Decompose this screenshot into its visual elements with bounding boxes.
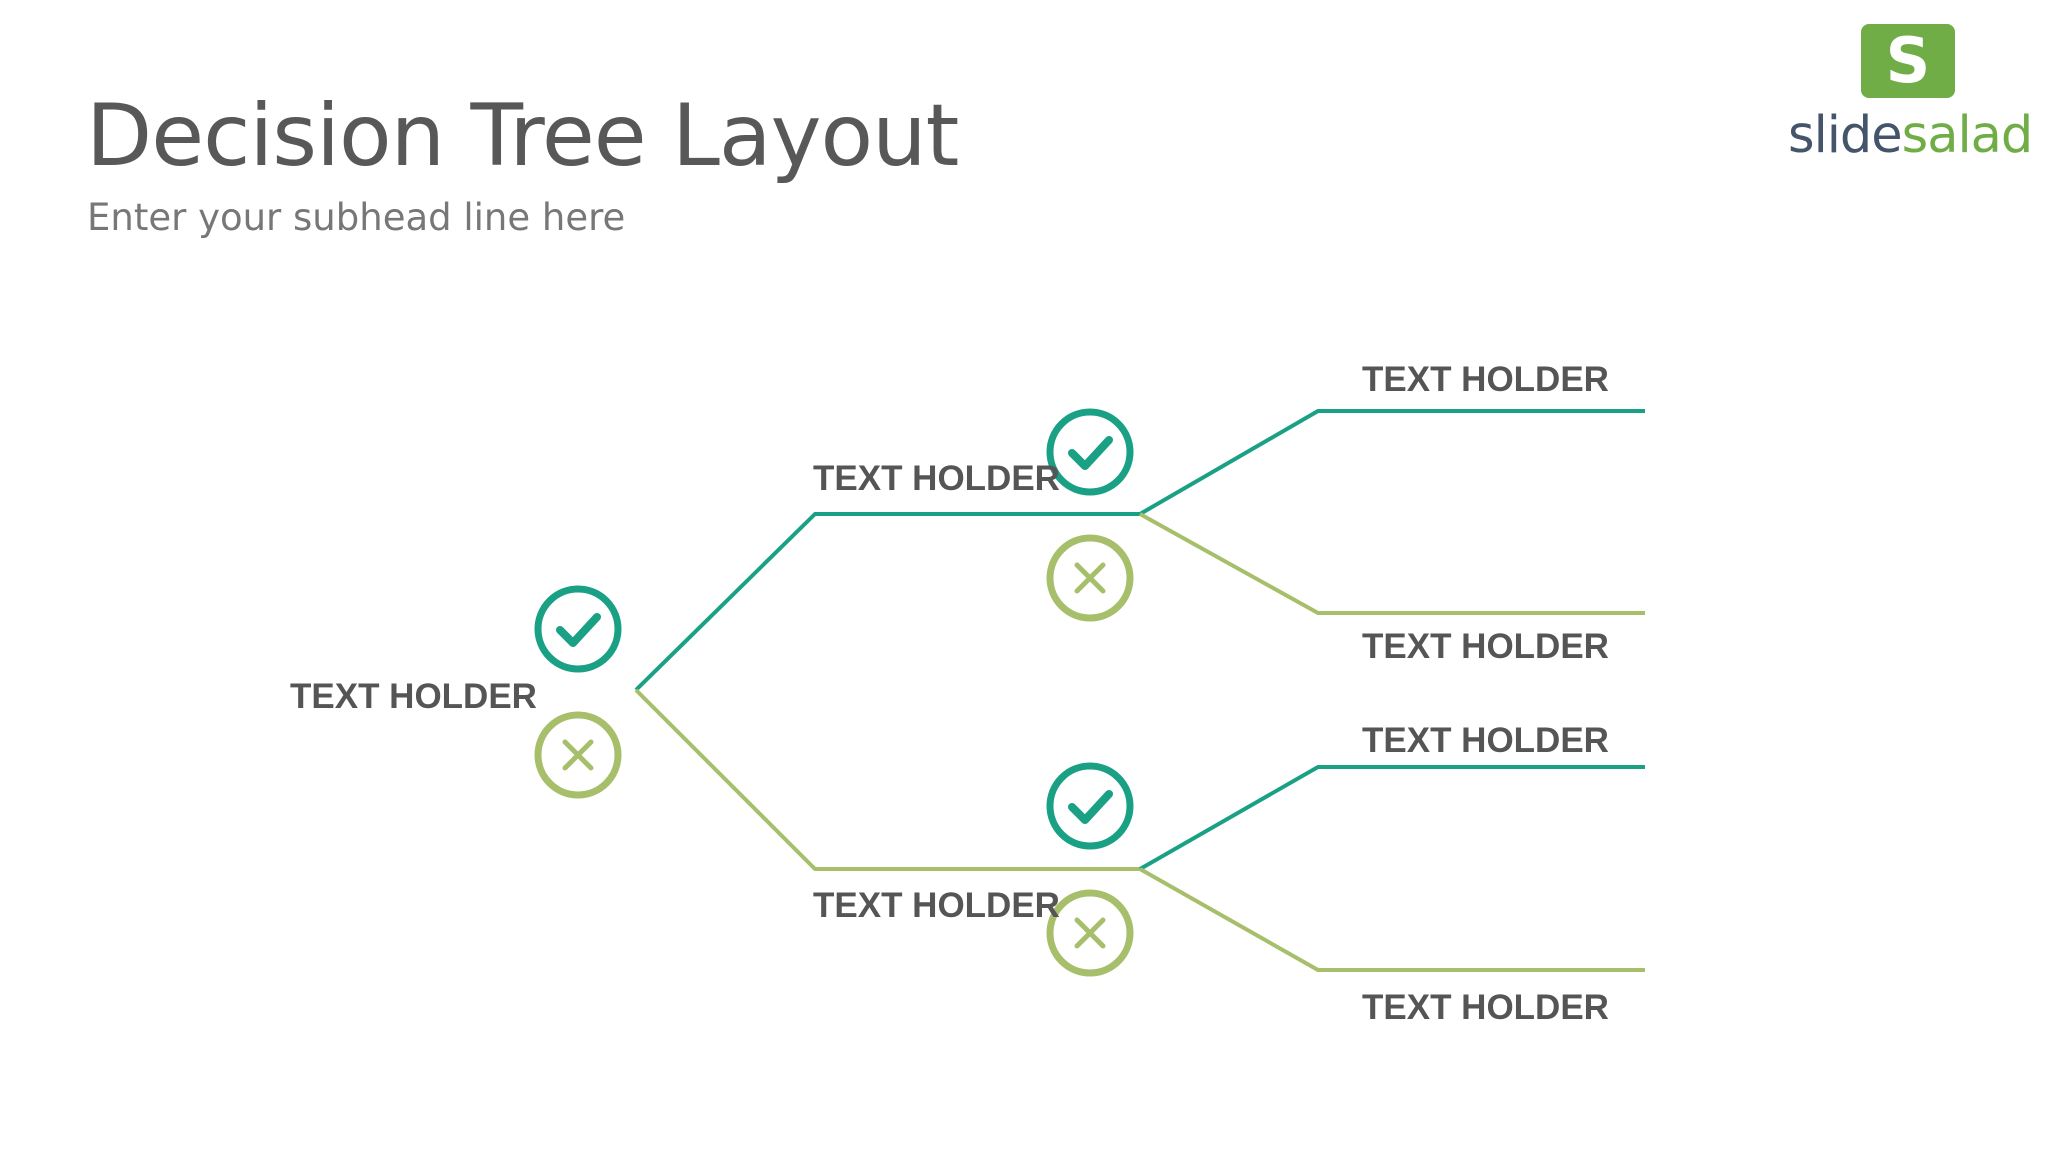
upper-node-label: TEXT HOLDER	[813, 459, 1060, 498]
upper-no-leaf-label: TEXT HOLDER	[1362, 627, 1609, 666]
branch-upper-yes	[1138, 409, 1645, 516]
x-circle-icon	[1046, 534, 1134, 622]
logo-word-green: salad	[1901, 106, 2034, 165]
lower-yes-leaf-label: TEXT HOLDER	[1362, 721, 1609, 760]
logo-word-dark: slide	[1788, 106, 1903, 165]
check-circle-icon	[1046, 408, 1134, 496]
slide-title: Decision Tree Layout	[86, 86, 959, 186]
lower-no-leaf-label: TEXT HOLDER	[1362, 988, 1609, 1027]
root-label: TEXT HOLDER	[290, 677, 537, 716]
lower-node-label: TEXT HOLDER	[813, 886, 1060, 925]
logo-wordmark: slidesalad	[1788, 106, 2034, 165]
upper-yes-leaf-label: TEXT HOLDER	[1362, 360, 1609, 399]
x-circle-icon	[534, 711, 622, 799]
slidesalad-logo: S slidesalad	[1780, 22, 2034, 165]
branch-root-no	[634, 688, 1140, 871]
check-circle-icon	[1046, 762, 1134, 850]
branch-lower-yes	[1139, 765, 1645, 871]
logo-mark-icon: S	[1861, 24, 1955, 98]
branch-upper-no	[1139, 512, 1645, 615]
check-circle-icon	[534, 585, 622, 673]
branch-root-yes	[634, 512, 1140, 692]
slide-subtitle: Enter your subhead line here	[87, 196, 626, 239]
x-circle-icon	[1046, 889, 1134, 977]
branch-lower-no	[1139, 867, 1645, 972]
